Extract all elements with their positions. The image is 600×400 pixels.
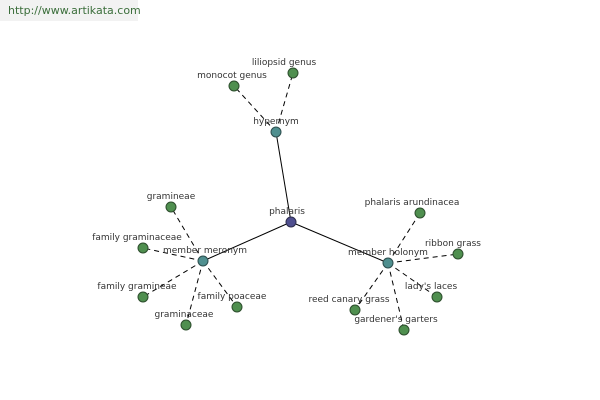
edge-hypernym-liliopsid-genus	[275, 72, 294, 133]
node-member-holonym[interactable]	[382, 257, 394, 269]
node-liliopsid-genus[interactable]	[287, 67, 299, 79]
node-graminaceae[interactable]	[180, 319, 192, 331]
edge-holonym-gardeners-garters	[387, 262, 405, 331]
node-family-poaceae[interactable]	[231, 301, 243, 313]
edge-meronym-family-poaceae	[202, 260, 238, 308]
header-bar: http://www.artikata.com	[0, 0, 141, 21]
node-gardeners-garters[interactable]	[398, 324, 410, 336]
node-ladys-laces[interactable]	[431, 291, 443, 303]
edges	[142, 72, 459, 331]
label-gramineae[interactable]: gramineae	[147, 192, 196, 202]
site-url-link[interactable]: http://www.artikata.com	[8, 4, 141, 17]
label-family-poaceae[interactable]: family poaceae	[198, 292, 267, 302]
edge-holonym-phalaris-arundinacea	[387, 212, 421, 264]
label-phalaris-arundinacea[interactable]: phalaris arundinacea	[365, 198, 460, 208]
label-member-holonym[interactable]: member holonym	[348, 248, 428, 258]
edge-meronym-gramineae	[170, 206, 204, 262]
label-family-gramineae[interactable]: family gramineae	[97, 282, 177, 292]
label-monocot-genus[interactable]: monocot genus	[197, 71, 267, 81]
edge-holonym-reed-canary-grass	[354, 262, 389, 311]
node-gramineae[interactable]	[165, 201, 177, 213]
node-hypernym[interactable]	[270, 126, 282, 138]
edge-holonym-ribbon-grass	[387, 253, 459, 264]
edge-root-meronym	[202, 221, 292, 262]
node-phalaris-arundinacea[interactable]	[414, 207, 426, 219]
edge-meronym-family-graminaceae	[142, 247, 204, 262]
label-gardeners-garters[interactable]: gardener's garters	[354, 315, 438, 325]
label-root[interactable]: phalaris	[269, 207, 305, 217]
label-reed-canary-grass[interactable]: reed canary grass	[308, 295, 389, 305]
node-ribbon-grass[interactable]	[452, 248, 464, 260]
label-liliopsid-genus[interactable]: liliopsid genus	[252, 58, 317, 68]
label-family-graminaceae[interactable]: family graminaceae	[92, 233, 182, 243]
label-ribbon-grass[interactable]: ribbon grass	[425, 239, 481, 249]
node-family-gramineae[interactable]	[137, 291, 149, 303]
node-reed-canary-grass[interactable]	[349, 304, 361, 316]
edge-meronym-graminaceae	[185, 260, 204, 326]
node-member-meronym[interactable]	[197, 255, 209, 267]
label-member-meronym[interactable]: member meronym	[163, 246, 247, 256]
label-graminaceae[interactable]: graminaceae	[155, 310, 214, 320]
node-root[interactable]	[285, 216, 297, 228]
node-monocot-genus[interactable]	[228, 80, 240, 92]
label-ladys-laces[interactable]: lady's laces	[405, 282, 458, 292]
label-hypernym[interactable]: hypernym	[253, 117, 299, 127]
edge-hypernym-monocot-genus	[233, 85, 277, 133]
edge-meronym-family-gramineae	[142, 260, 204, 298]
edge-holonym-ladys-laces	[387, 262, 438, 298]
labels: phalaris hypernym member meronym member …	[92, 58, 481, 325]
edge-root-hypernym	[275, 131, 292, 223]
node-family-graminaceae[interactable]	[137, 242, 149, 254]
edge-root-holonym	[290, 221, 389, 264]
nodes	[137, 67, 464, 336]
